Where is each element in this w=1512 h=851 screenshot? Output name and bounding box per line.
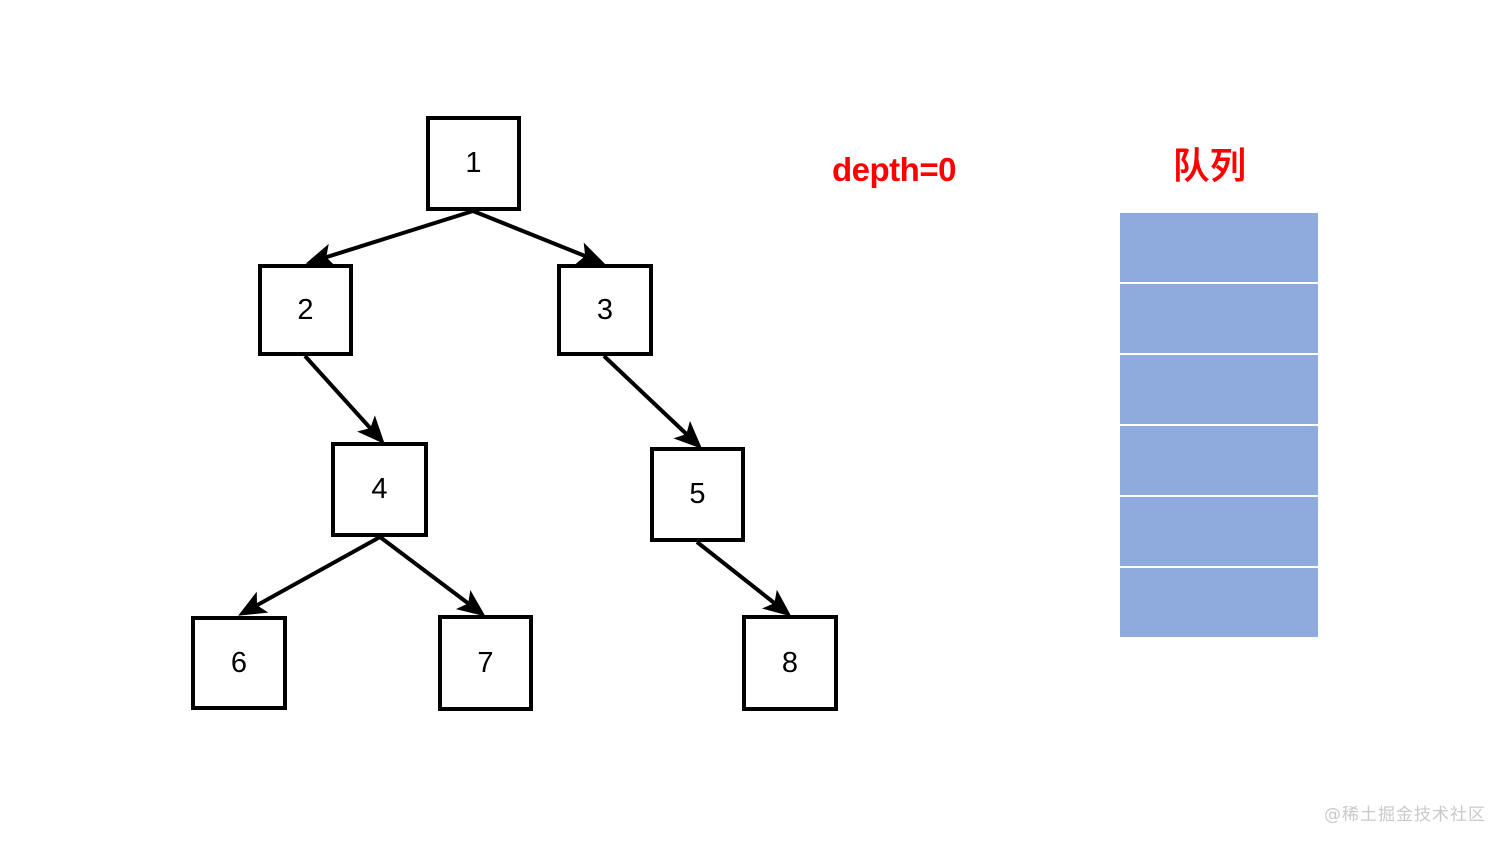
queue-cell-4[interactable] — [1120, 497, 1318, 568]
queue-cell-1[interactable] — [1120, 284, 1318, 355]
tree-node-3[interactable]: 3 — [557, 264, 653, 356]
tree-node-label: 3 — [596, 293, 614, 326]
tree-edge-n3-to-n5 — [602, 354, 703, 449]
tree-node-label: 2 — [297, 293, 314, 326]
tree-node-label: 6 — [230, 646, 248, 679]
queue-cell-3[interactable] — [1120, 426, 1318, 497]
tree-node-5[interactable]: 5 — [650, 447, 745, 542]
queue-title-label: 队列 — [1173, 145, 1248, 186]
tree-edge-n2-to-n4 — [303, 354, 385, 445]
tree-node-6[interactable]: 6 — [191, 616, 287, 710]
watermark: @稀土掘金技术社区 — [1324, 805, 1486, 825]
queue-container — [1120, 213, 1318, 637]
tree-node-7[interactable]: 7 — [438, 615, 533, 711]
tree-node-8[interactable]: 8 — [742, 615, 838, 711]
tree-edge-n4-to-n7 — [378, 535, 486, 617]
tree-edge-n1-to-n2 — [305, 209, 474, 267]
tree-node-label: 5 — [689, 478, 706, 510]
queue-cell-2[interactable] — [1120, 355, 1318, 426]
tree-node-label: 8 — [781, 646, 799, 679]
tree-node-1[interactable]: 1 — [426, 116, 521, 211]
depth-label: depth=0 — [832, 151, 956, 188]
tree-node-4[interactable]: 4 — [331, 442, 428, 537]
tree-node-label: 4 — [371, 473, 388, 505]
tree-node-label: 7 — [477, 646, 494, 679]
tree-node-label: 1 — [465, 147, 482, 179]
tree-edge-n5-to-n8 — [695, 540, 792, 617]
tree-edge-n1-to-n3 — [472, 209, 606, 265]
tree-node-2[interactable]: 2 — [258, 264, 353, 356]
queue-cell-0[interactable] — [1120, 213, 1318, 284]
tree-edge-n4-to-n6 — [238, 535, 381, 616]
queue-cell-5[interactable] — [1120, 568, 1318, 637]
